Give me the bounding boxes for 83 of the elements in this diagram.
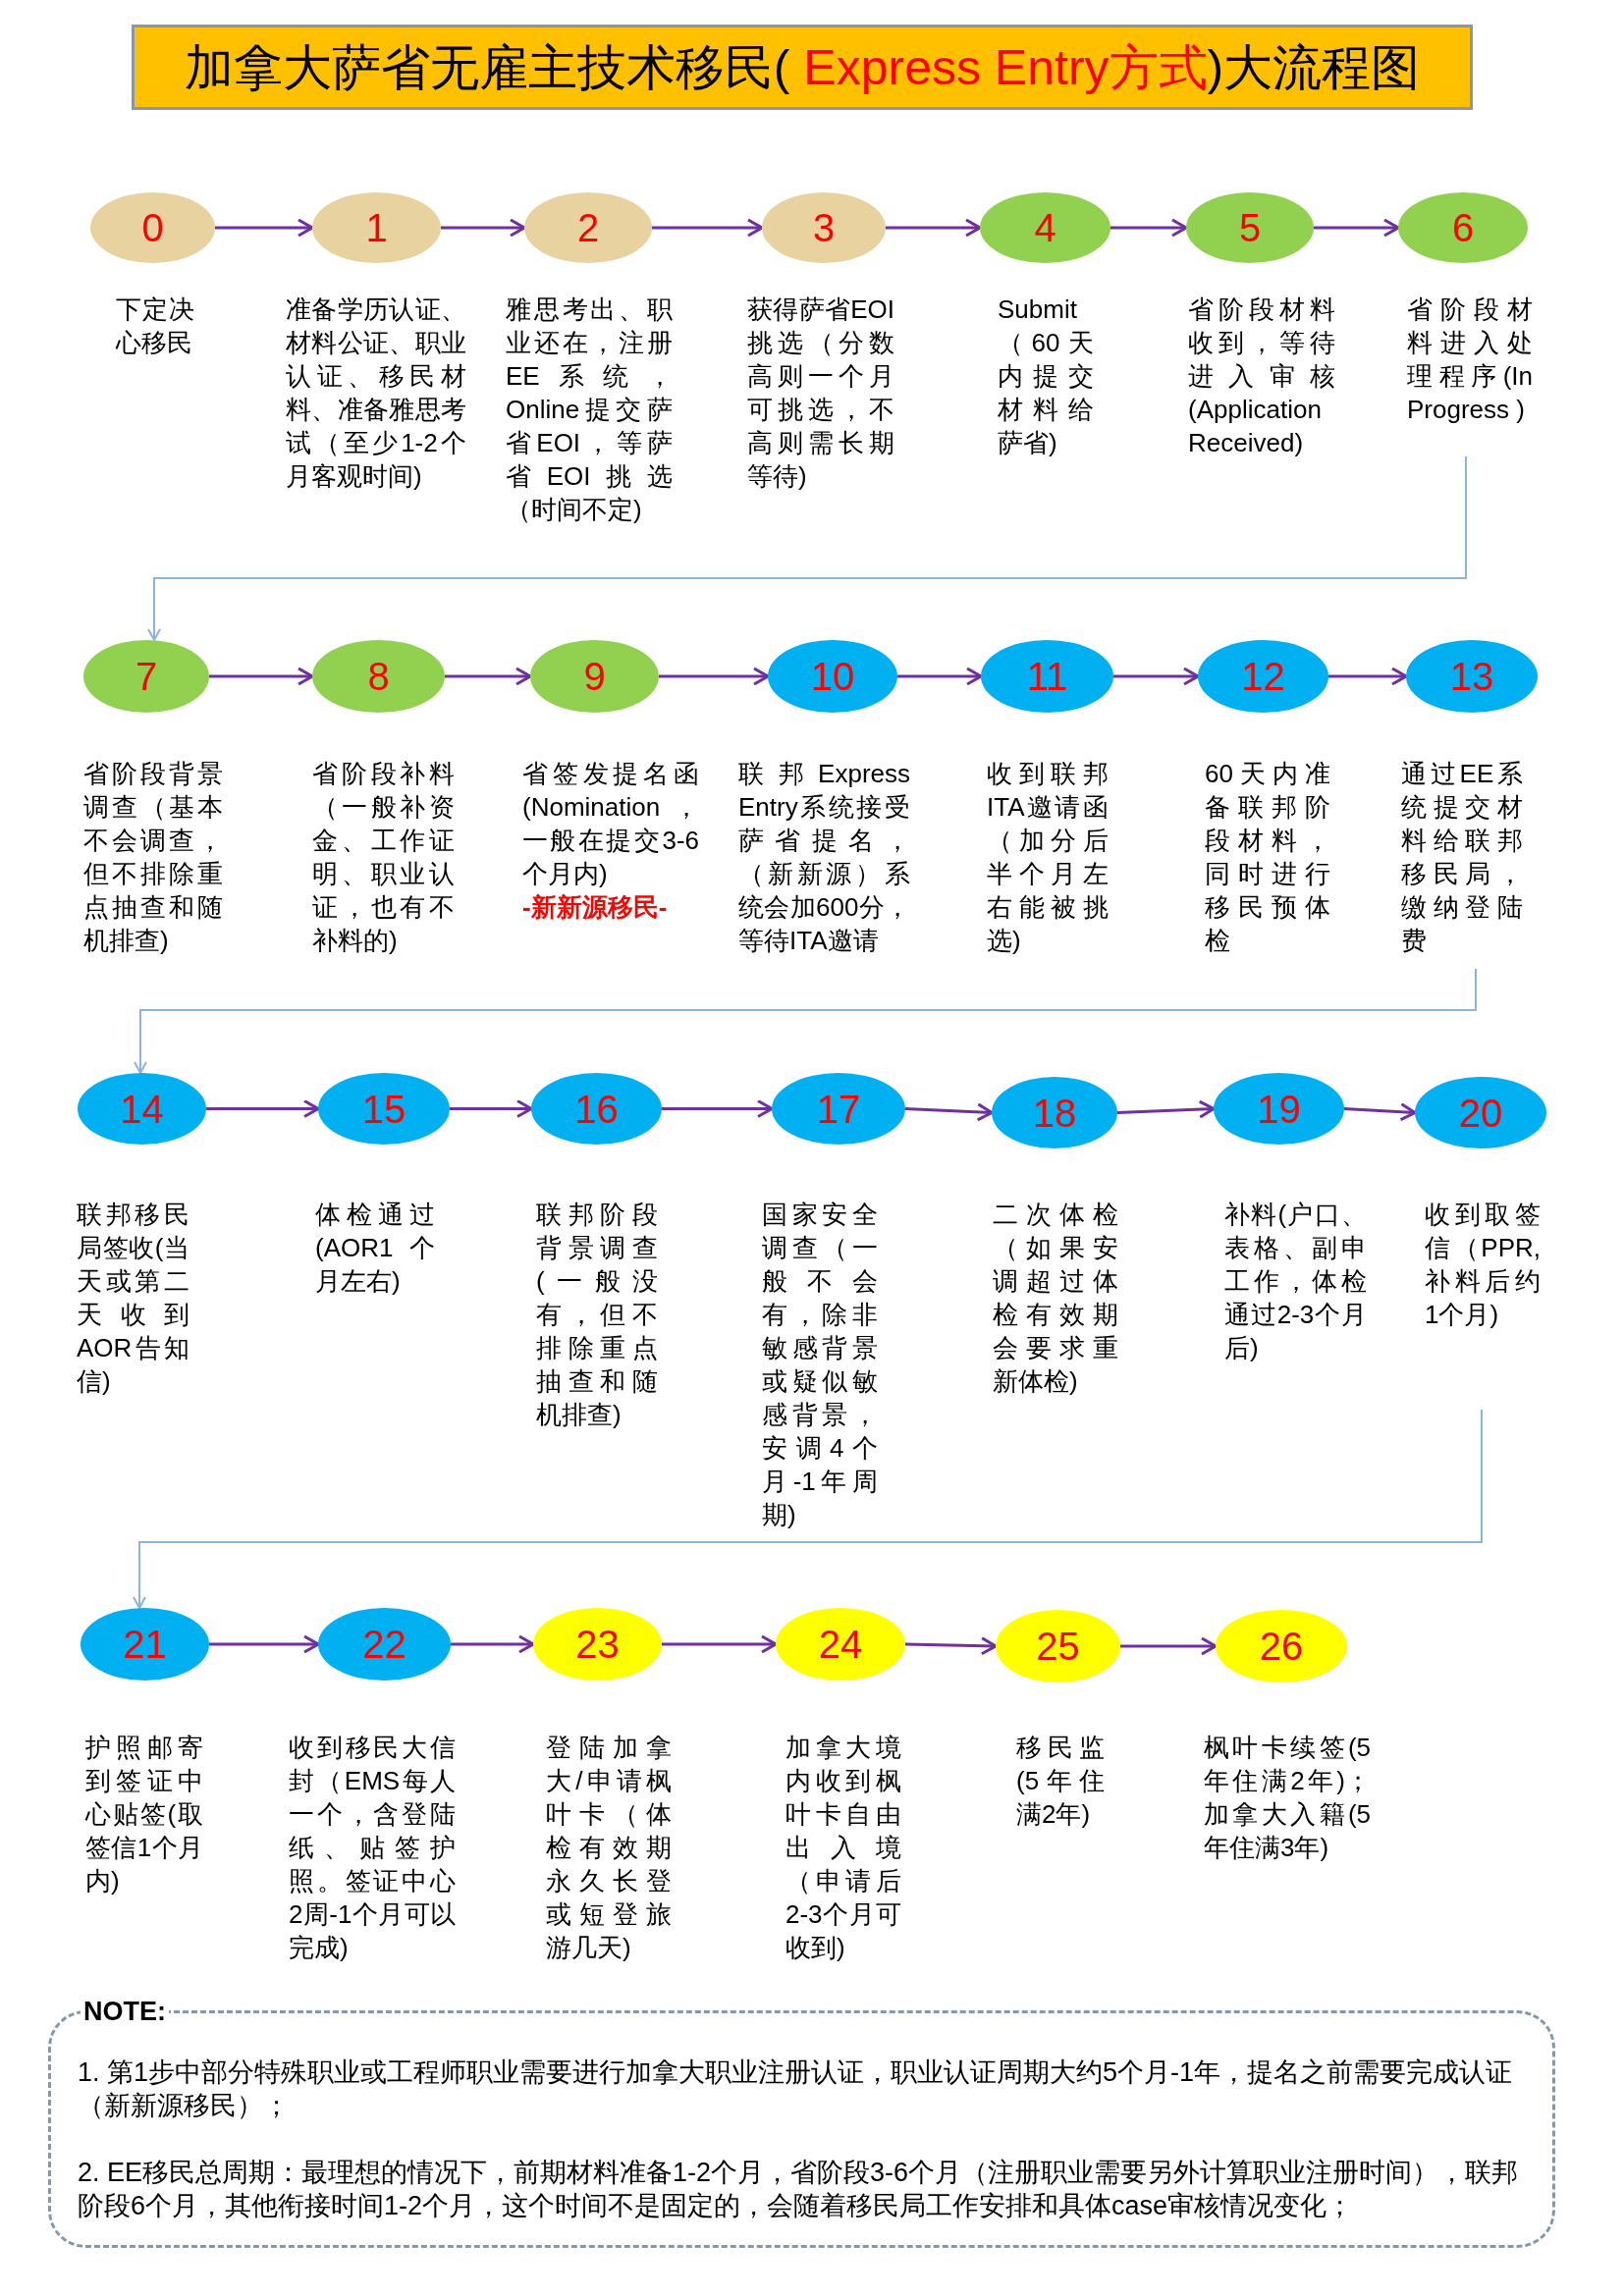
arrow [662, 1634, 778, 1654]
step-number: 5 [1238, 206, 1262, 249]
step-number: 15 [361, 1087, 406, 1131]
arrow [1343, 1102, 1417, 1122]
step-description: 通过EE系统提交材料给联邦移民局，缴纳登陆费 [1401, 758, 1523, 957]
arrow [1113, 667, 1200, 686]
arrow [441, 218, 526, 238]
step-number: 21 [123, 1623, 167, 1666]
arrow [451, 1634, 535, 1654]
arrow [206, 1099, 320, 1118]
arrow [215, 218, 314, 238]
step-number: 22 [362, 1623, 406, 1666]
arrow [209, 667, 314, 686]
arrow [209, 1634, 320, 1654]
step-number: 3 [812, 206, 836, 249]
step-description: 体检通过(AOR1个月左右) [315, 1199, 435, 1298]
step-description: 联邦移民局签收(当天或第二天收到AOR告知信) [77, 1199, 189, 1398]
step-description: 60天内准备联邦阶段材料，同时进行移民预体检 [1205, 758, 1330, 957]
step-description: 联邦阶段背景调查(一般没有，但不排除重点抽查和随机排查) [536, 1199, 658, 1431]
step-description: 联邦Express Entry系统接受萨省提名，（新新源）系统会加600分，等待ITA邀请 [738, 758, 910, 957]
arrow [1116, 1099, 1216, 1119]
step-number: 13 [1449, 655, 1494, 698]
arrow [134, 968, 1477, 1074]
step-description: 省阶段背景调查（基本不会调查，但不排除重点抽查和随机排查) [83, 758, 223, 957]
step-number: 19 [1257, 1087, 1301, 1131]
arrow [886, 218, 982, 238]
arrow [904, 1102, 994, 1122]
step-description: 二次体检（如果安调超过体检有效期会要求重新体检) [993, 1199, 1118, 1398]
arrow [1314, 218, 1400, 238]
arrow [897, 667, 983, 686]
step-description: 收到取签信（PPR,补料后约1个月) [1425, 1199, 1541, 1331]
step-number: 17 [816, 1087, 861, 1131]
note-text: 2. EE移民总周期：最理想的情况下，前期材料准备1-2个月，省阶段3-6个月（注册职业需要另外计算职业注册时间），联邦阶段6个月，其他衔接时间1-2个月，这个时间不是固定的，会随着移民局工作安排和具体case审核情况变化； [78, 2157, 1520, 2222]
step-number: 16 [574, 1087, 619, 1131]
arrow [904, 1636, 998, 1656]
step-number: 6 [1451, 206, 1475, 249]
arrow [1328, 667, 1408, 686]
step-description: 收到联邦ITA邀请函（加分后半个月左右能被挑选) [987, 758, 1109, 957]
step-number: 10 [810, 655, 855, 698]
step-description: 省阶段材料进入处理程序(In Progress ) [1407, 294, 1533, 426]
note-text: 1. 第1步中部分特殊职业或工程师职业需要进行加拿大职业注册认证，职业认证周期大约5个月-1年，提名之前需要完成认证（新新源移民）； [78, 2056, 1514, 2122]
step-number: 14 [120, 1087, 164, 1131]
arrow [445, 667, 532, 686]
step-description: 护照邮寄到签证中心贴签(取签信1个月内) [85, 1732, 203, 1897]
step-number: 7 [135, 655, 158, 698]
step-number: 2 [576, 206, 600, 249]
step-description: 补料(户口、表格、副申工作，体检通过2-3个月后) [1224, 1199, 1367, 1364]
step-description: Submit（60天内提交材料给萨省) [998, 294, 1094, 459]
step-description: 枫叶卡续签(5年住满2年)；加拿大入籍(5年住满3年) [1204, 1732, 1371, 1864]
step-number: 25 [1036, 1625, 1080, 1668]
step-description: 加拿大境内收到枫叶卡自由出入境（申请后2-3个月可收到) [785, 1732, 901, 1964]
arrow [1120, 1636, 1218, 1656]
arrow [133, 1409, 1483, 1609]
step-description: 登陆加拿大/申请枫叶卡（体检有效期永久长登或短登旅游几天) [546, 1732, 672, 1964]
arrow [662, 1099, 774, 1118]
arrow [652, 218, 764, 238]
step-description: 收到移民大信封（EMS每人一个，含登陆纸、贴签护照。签证中心2周-1个月可以完成) [289, 1732, 456, 1964]
arrow [659, 667, 770, 686]
step-number: 18 [1032, 1091, 1077, 1135]
arrow [450, 1099, 533, 1118]
step-description: 雅思考出、职业还在，注册EE系统，Online提交萨省EOI，等萨省EOI挑选（时间不定) [506, 294, 673, 526]
step-number: 24 [818, 1623, 863, 1666]
step-number: 4 [1034, 206, 1056, 249]
step-description: 国家安全调查（一般不会有，除非敏感背景或疑似敏感背景，安调4个月-1年周期) [762, 1199, 878, 1531]
arrow [1110, 218, 1188, 238]
step-description: 移民监(5年住满2年) [1016, 1732, 1105, 1831]
step-description: 获得萨省EOI挑选（分数高则一个月可挑选，不高则需长期等待) [747, 294, 894, 493]
step-description: 省阶段材料收到，等待进入审核(Application Received) [1188, 294, 1335, 459]
step-number: 26 [1259, 1625, 1304, 1668]
diagram-title: 加拿大萨省无雇主技术移民( Express Entry方式)大流程图 [184, 38, 1421, 96]
arrow [147, 455, 1467, 641]
step-description: 下定决心移民 [116, 294, 194, 359]
step-description: 准备学历认证、材料公证、职业认证、移民材料、准备雅思考试（至少1-2个月客观时间) [286, 294, 466, 493]
step-description: 省阶段补料（一般补资金、工作证明、职业认证，也有不补料的) [312, 758, 455, 957]
step-number: 11 [1026, 655, 1068, 698]
step-number: 20 [1458, 1091, 1503, 1135]
step-number: 23 [575, 1623, 620, 1666]
step-number: 1 [365, 206, 388, 249]
step-number: 12 [1241, 655, 1285, 698]
step-number: 8 [367, 655, 390, 698]
step-number: 0 [141, 206, 164, 249]
step-number: 9 [583, 655, 606, 698]
step-description: 省签发提名函(Nomination，一般在提交3-6个月内)-新新源移民- [522, 758, 699, 924]
